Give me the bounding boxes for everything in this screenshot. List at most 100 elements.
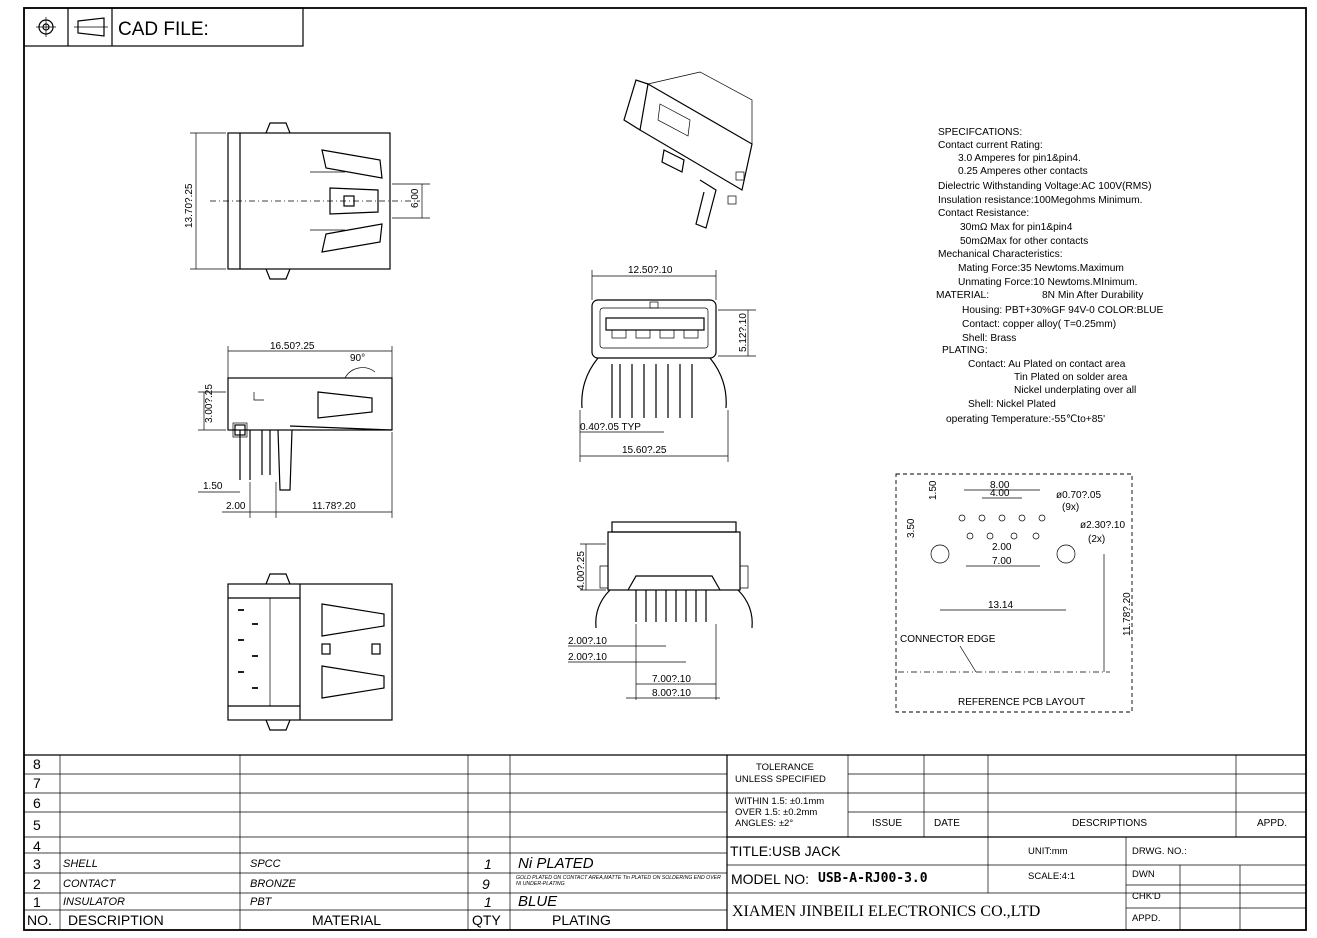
cad-file-label: CAD FILE: <box>118 19 209 40</box>
drawing-title: TITLE:USB JACK <box>730 843 841 859</box>
drawing-number-label: DRWG. NO.: <box>1132 846 1187 857</box>
spec-line: 50mΩMax for other contacts <box>960 236 1089 247</box>
spec-line: operating Temperature:-55℃to+85' <box>946 414 1106 425</box>
row-number: 7 <box>33 775 41 791</box>
spec-line: Shell: Nickel Plated <box>968 399 1056 410</box>
pcb-dim-outer-label: 8.00 <box>990 480 1010 491</box>
dim-rear-total-label: 8.00?.10 <box>652 688 691 699</box>
spec-line: SPECIFCATIONS: <box>938 127 1023 138</box>
company-name: XIAMEN JINBEILI ELECTRONICS CO.,LTD <box>732 903 1041 920</box>
spec-line: 0.25 Amperes other contacts <box>958 166 1088 177</box>
row-number: 4 <box>33 838 41 854</box>
spec-line: 8N Min After Durability <box>1042 290 1144 301</box>
spec-line: Contact: Au Plated on contact area <box>968 359 1126 370</box>
spec-line: 3.0 Amperes for pin1&pin4. <box>958 153 1081 164</box>
pcb-dim-span-label: 13.14 <box>988 600 1013 611</box>
pcb-dim-top-label: 1.50 <box>928 480 939 500</box>
dim-rear-height-label: 4.00?.25 <box>576 551 587 590</box>
tolerance-label: TOLERANCE <box>756 762 814 773</box>
spec-line: Shell: Brass <box>962 333 1017 344</box>
dim-height-label: 3.00?.25 <box>204 384 215 423</box>
pcb-hole-small-label: ø0.70?.05 <box>1056 490 1101 501</box>
tolerance-value: WITHIN 1.5: ±0.1mm <box>735 796 825 807</box>
rear-view: 4.00?.25 2.00?.10 2.00?.10 7.00?.10 8.00… <box>568 521 753 700</box>
pcb-dim-edge-label: 11.78?.20 <box>1122 592 1133 636</box>
unit-label: UNIT:mm <box>1028 846 1068 857</box>
dim-angle-label: 90° <box>350 353 365 364</box>
spec-line: 30mΩ Max for pin1&pin4 <box>960 222 1073 233</box>
bom-header-plating: PLATING <box>552 912 611 928</box>
bom-qty: 1 <box>484 856 492 872</box>
tolerance-value: ANGLES: ±2° <box>735 818 794 829</box>
dwn-label: DWN <box>1132 869 1155 880</box>
dim-offset-label: 1.50 <box>203 481 223 492</box>
pcb-hole-large-label: ø2.30?.10 <box>1080 520 1125 531</box>
bom-material: BRONZE <box>250 878 296 890</box>
spec-line: PLATING: <box>942 345 988 356</box>
bom-header-qty: QTY <box>472 912 501 928</box>
pcb-dim-inner-label: 4.00 <box>990 488 1010 499</box>
dim-rear-span-label: 7.00?.10 <box>652 674 691 685</box>
model-number: USB-A-RJ00-3.0 <box>818 871 928 886</box>
spec-line: Contact current Rating: <box>938 140 1043 151</box>
issue-header: ISSUE <box>872 818 903 829</box>
dim-pin-gap-label: 2.00 <box>226 501 246 512</box>
descriptions-header: DESCRIPTIONS <box>1072 818 1148 829</box>
top-view: 13.70?.25 6.00 <box>184 122 430 280</box>
bom-plating: Ni PLATED <box>518 855 594 872</box>
dim-pitch-label: 6.00 <box>410 188 421 208</box>
spec-line: Nickel underplating over all <box>1014 385 1137 396</box>
bom-material: SPCC <box>250 858 281 870</box>
row-number: 1 <box>33 894 41 910</box>
bom-material: PBT <box>250 896 272 908</box>
model-label: MODEL NO: <box>731 871 810 887</box>
tolerance-label: UNLESS SPECIFIED <box>735 774 826 785</box>
appd-header: APPD. <box>1257 818 1288 829</box>
spec-line: Mating Force:35 Newtoms.Maximum <box>958 263 1124 274</box>
dim-pin-width-label: 0.40?.05 TYP <box>580 422 641 433</box>
title-block <box>24 754 1306 930</box>
tolerance-value: OVER 1.5: ±0.2mm <box>735 807 818 818</box>
bom-qty: 1 <box>484 894 492 910</box>
dim-front-width-label: 12.50?.10 <box>628 265 673 276</box>
bottom-view <box>227 573 393 731</box>
spec-line: Mechanical Characteristics: <box>938 249 1063 260</box>
row-number: 5 <box>33 817 41 833</box>
chk-label: CHK'D <box>1132 891 1161 902</box>
front-view: 12.50?.10 5.12?.10 0.40?.05 TYP 15.60?.2… <box>579 265 756 462</box>
spec-line: Unmating Force:10 Newtoms.MInimum. <box>958 277 1138 288</box>
pcb-layout: 8.00 4.00 ø0.70?.05 (9x) ø2.30?.10 (2x) … <box>895 473 1133 713</box>
dim-front-height-label: 5.12?.10 <box>738 313 749 352</box>
bom-description: CONTACT <box>63 878 116 890</box>
bom-header-material: MATERIAL <box>312 912 381 928</box>
bom-header-no: NO. <box>27 912 52 928</box>
pcb-dim-mid-label: 7.00 <box>992 556 1012 567</box>
pcb-dim-side-label: 3.50 <box>906 518 917 538</box>
dim-rear-pitch2-label: 2.00?.10 <box>568 652 607 663</box>
spec-line: Housing: PBT+30%GF 94V-0 COLOR:BLUE <box>962 305 1164 316</box>
third-angle-symbol-icon <box>74 17 108 37</box>
projection-symbol-icon <box>36 17 56 37</box>
row-number: 6 <box>33 795 41 811</box>
spec-line: Contact: copper alloy( T=0.25mm) <box>962 319 1117 330</box>
spec-line: MATERIAL: <box>936 290 990 301</box>
dim-front-total-label: 15.60?.25 <box>622 445 667 456</box>
spec-line: Contact Resistance: <box>938 208 1030 219</box>
pcb-reference-label: REFERENCE PCB LAYOUT <box>958 697 1085 708</box>
sheet-border <box>23 7 1307 931</box>
header-block: CAD FILE: <box>23 7 304 47</box>
spec-line: Insulation resistance:100Megohms Minimum… <box>938 195 1143 206</box>
bom-plating: BLUE <box>518 893 558 910</box>
pcb-hole-small-count: (9x) <box>1062 502 1079 513</box>
scale-label: SCALE:4:1 <box>1028 871 1075 882</box>
row-number: 2 <box>33 876 41 892</box>
dim-rear-pitch-label: 2.00?.10 <box>568 636 607 647</box>
bom-qty: 9 <box>482 876 490 892</box>
dim-pin-length-label: 11.78?.20 <box>312 501 356 512</box>
side-view: 16.50?.25 90° 3.00?.25 1.50 2.00 11.78?.… <box>198 341 393 518</box>
row-number: 3 <box>33 856 41 872</box>
bom-description: INSULATOR <box>63 896 125 908</box>
spec-line: Tin Plated on solder area <box>1014 372 1128 383</box>
